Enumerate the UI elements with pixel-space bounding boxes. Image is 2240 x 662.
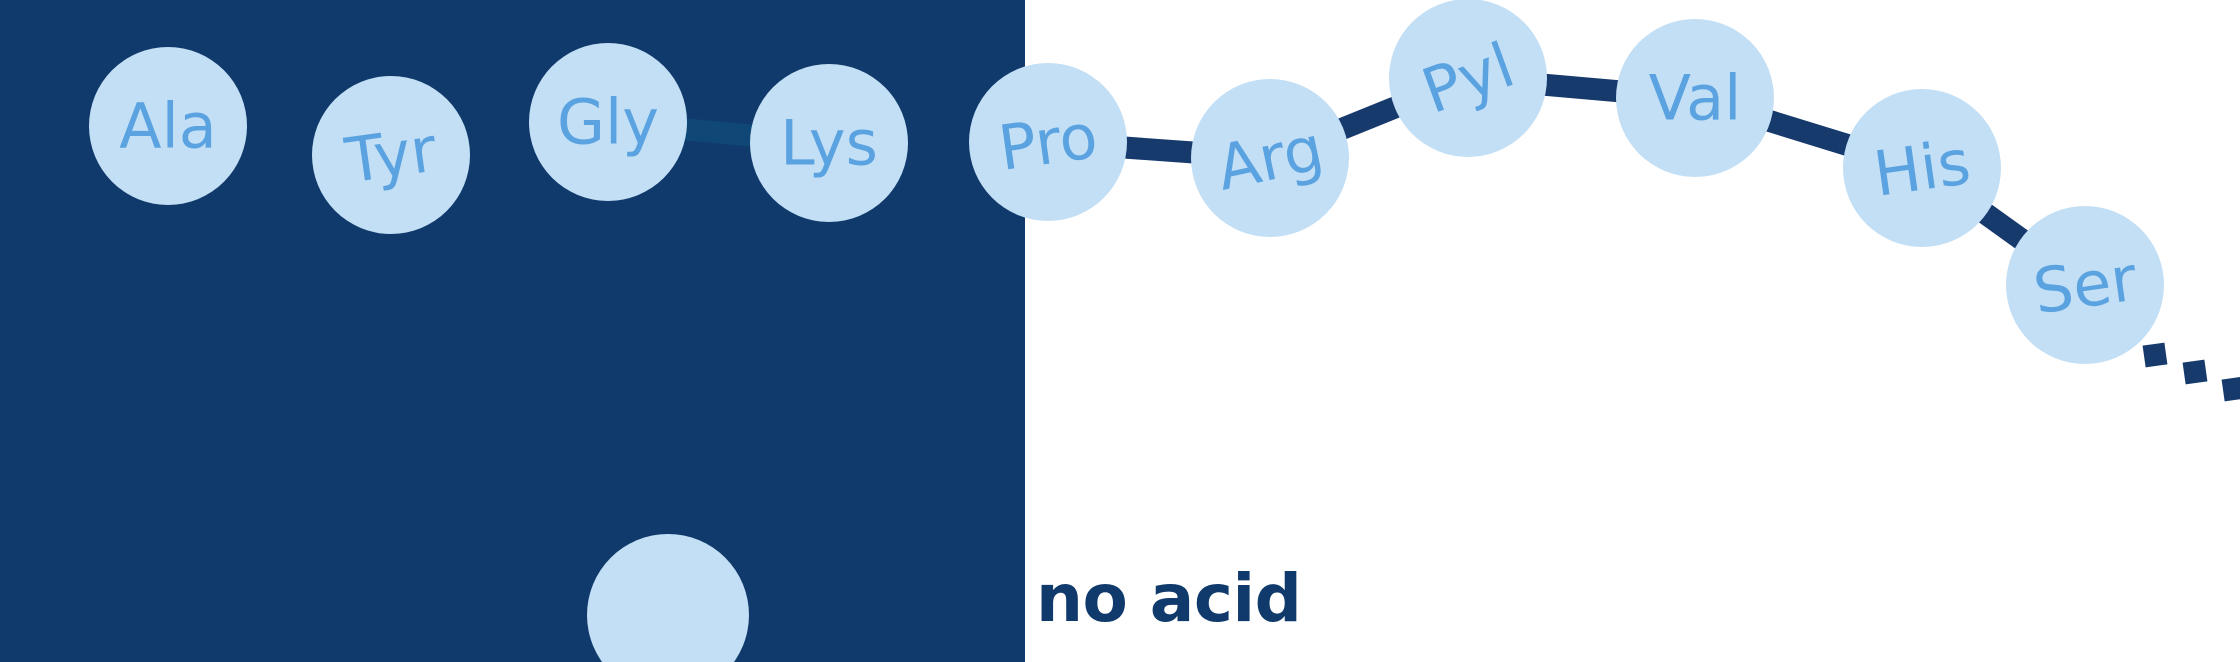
node-circle-his	[1843, 89, 2001, 247]
continuation-dot	[2182, 359, 2208, 385]
amino-acid-node-ser[interactable]: Ser	[2006, 206, 2164, 364]
node-label-val: Val	[1649, 62, 1742, 135]
node-label-ser: Ser	[2029, 242, 2142, 329]
amino-acid-node-lys[interactable]: Lys	[750, 64, 908, 222]
node-circle-pro	[969, 63, 1127, 221]
legend-label: no acid	[1036, 560, 1302, 637]
node-label-gly: Gly	[557, 86, 659, 159]
node-circle-lys	[750, 64, 908, 222]
node-circle-ala	[89, 47, 247, 205]
amino-acid-node-pro[interactable]: Pro	[969, 63, 1127, 221]
node-circle-tyr	[312, 76, 470, 234]
node-circle-val	[1616, 19, 1774, 177]
legend-swatch-circle	[587, 534, 749, 662]
chain-continuation-dots	[2142, 342, 2240, 402]
node-label-his: His	[1869, 125, 1974, 211]
amino-acid-node-tyr[interactable]: Tyr	[312, 76, 470, 234]
amino-acid-node-his[interactable]: His	[1843, 89, 2001, 247]
node-circle-arg	[1191, 79, 1349, 237]
node-circle-pyl	[1389, 0, 1547, 157]
continuation-dot	[2221, 376, 2240, 402]
node-label-pro: Pro	[994, 99, 1102, 185]
node-label-tyr: Tyr	[340, 112, 441, 197]
amino-acid-node-ala[interactable]: Ala	[89, 47, 247, 205]
amino-acid-node-val[interactable]: Val	[1616, 19, 1774, 177]
amino-acid-node-pyl[interactable]: Pyl	[1389, 0, 1547, 157]
amino-acid-node-gly[interactable]: Gly	[529, 43, 687, 201]
node-circle-ser	[2006, 206, 2164, 364]
node-circle-gly	[529, 43, 687, 201]
amino-acid-node-arg[interactable]: Arg	[1191, 79, 1349, 237]
continuation-dot	[2142, 342, 2168, 368]
node-label-ala: Ala	[119, 90, 217, 163]
node-label-lys: Lys	[780, 107, 878, 180]
